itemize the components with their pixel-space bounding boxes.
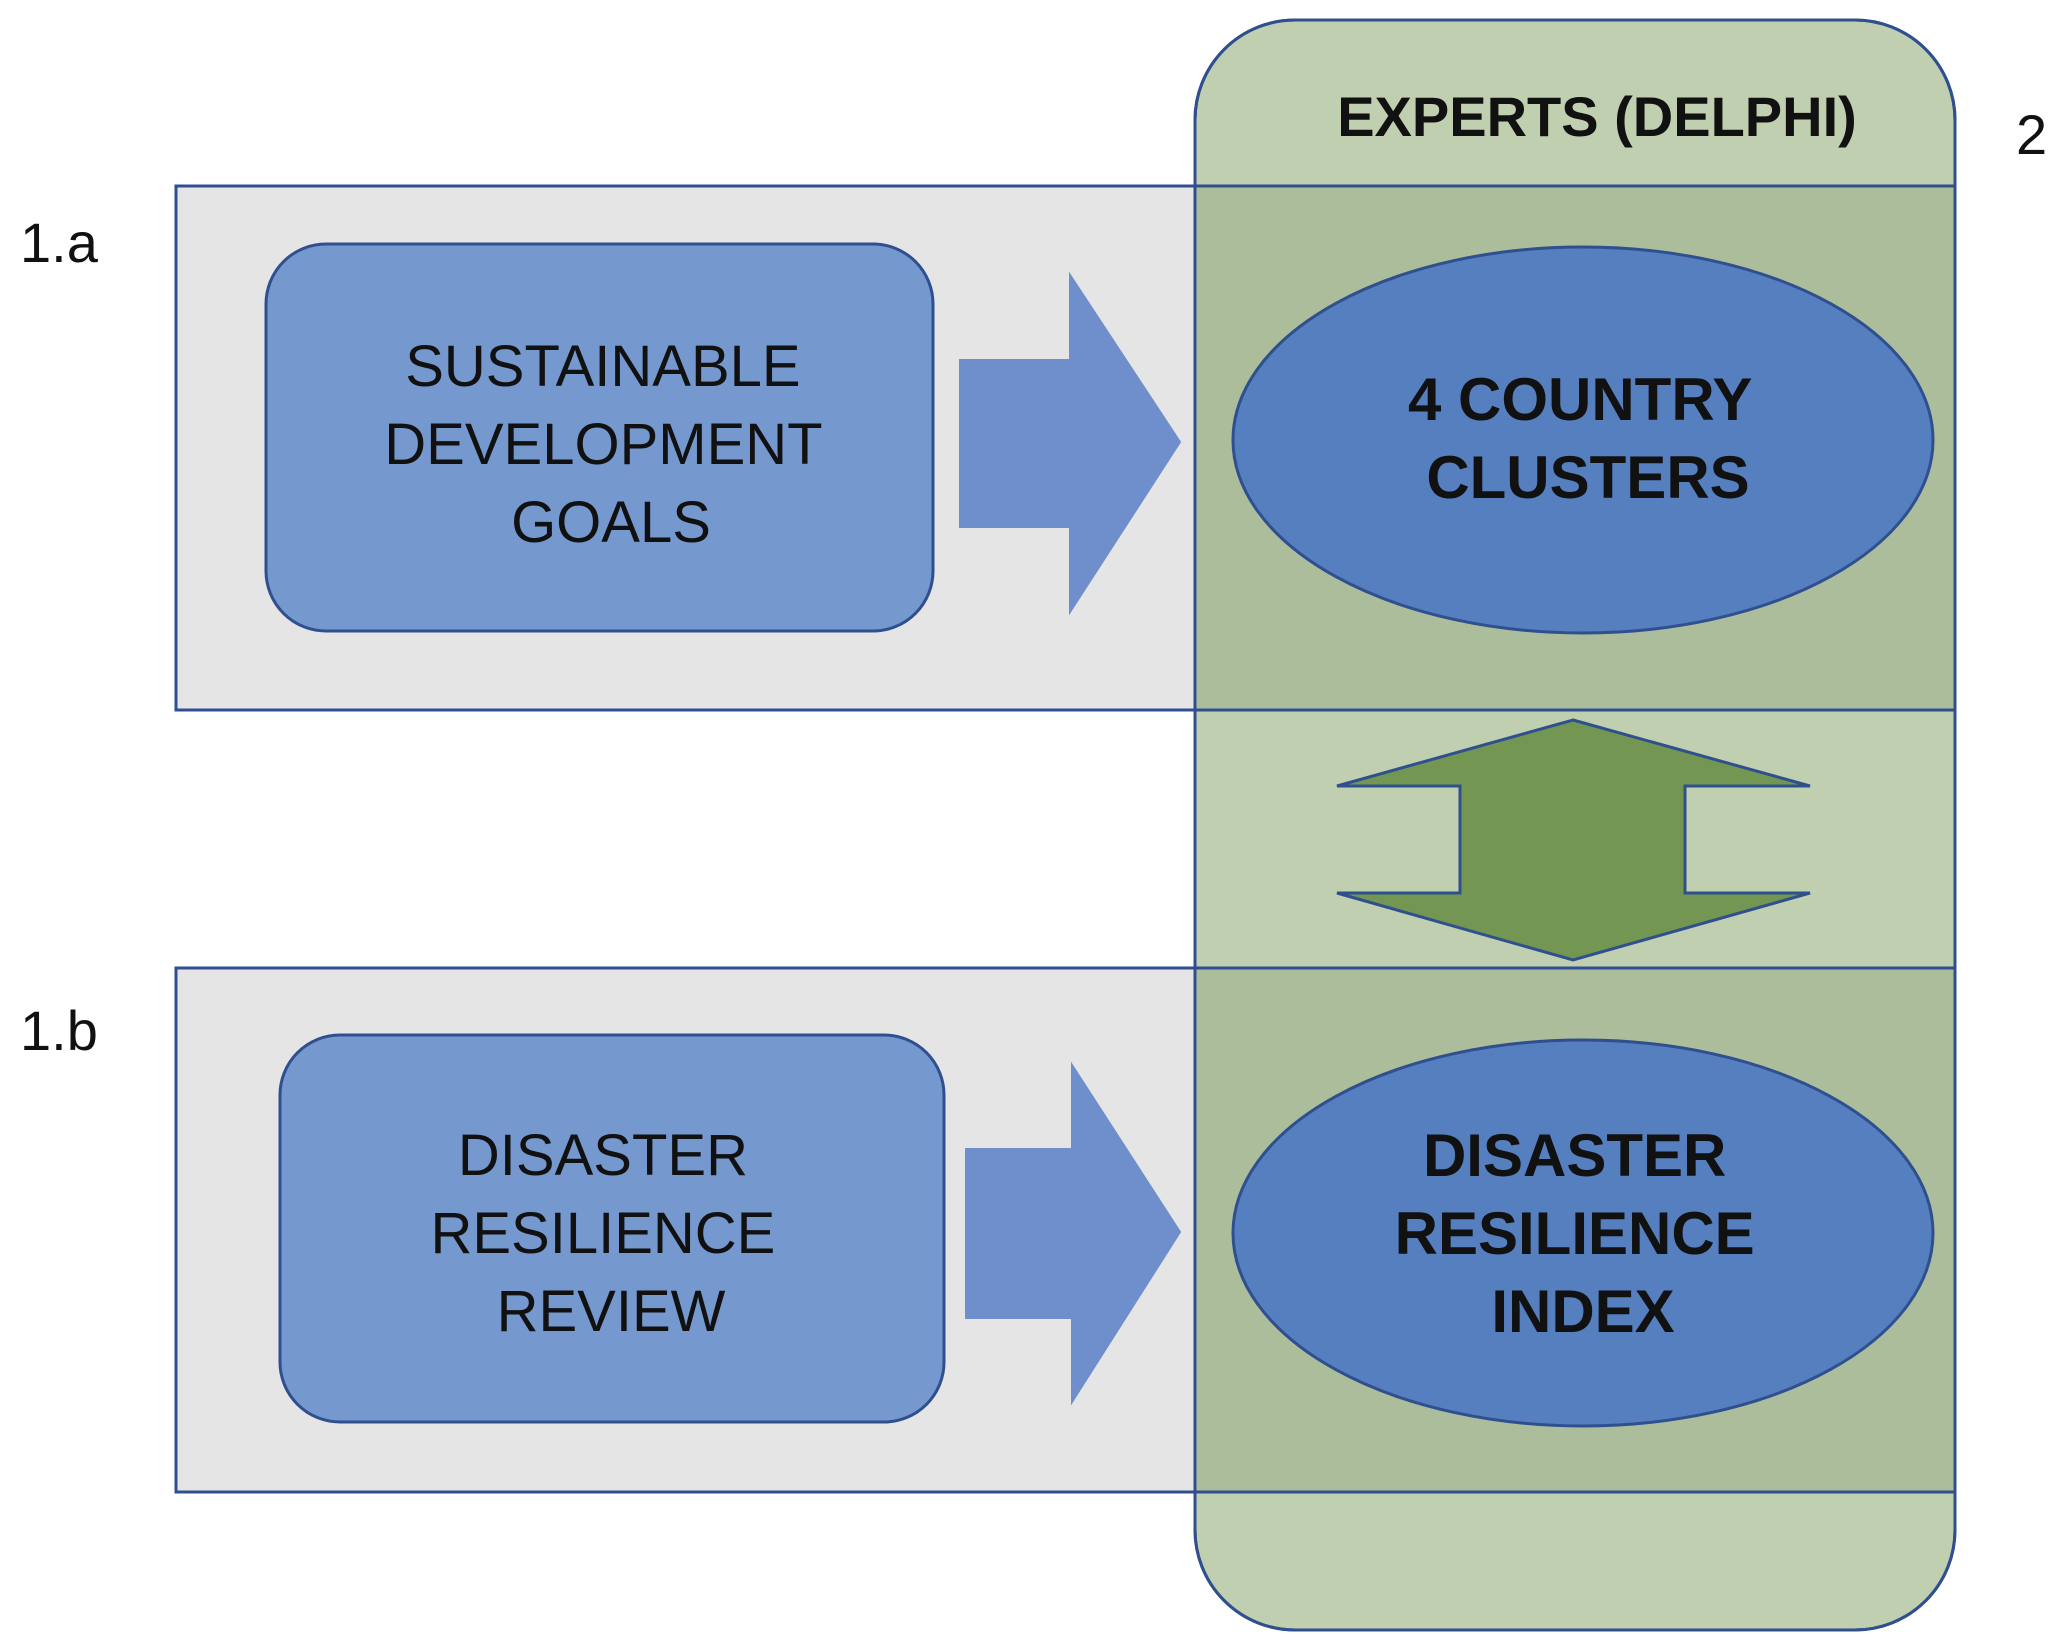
step-label-1a: 1.a: [20, 211, 99, 274]
right-arrow-1b: [965, 1061, 1182, 1406]
sdg-box-line-2: DEVELOPMENT: [384, 412, 822, 477]
country-clusters-line-1: 4 COUNTRY: [1408, 366, 1752, 433]
drr-box: [278, 1033, 946, 1424]
sdg-box-line-1: SUSTAINABLE: [405, 334, 800, 399]
step-label-1b: 1.b: [20, 999, 98, 1062]
resilience-index-label: DISASTER RESILIENCE INDEX: [1395, 1122, 1772, 1345]
resilience-index-line-3: INDEX: [1491, 1278, 1674, 1345]
resilience-index-ellipse: [1231, 1038, 1935, 1428]
double-headed-arrow: [1336, 718, 1811, 962]
experts-column-title: EXPERTS (DELPHI): [1337, 85, 1857, 148]
resilience-index-line-2: RESILIENCE: [1395, 1200, 1755, 1267]
sdg-box: [264, 242, 935, 633]
country-clusters-label: 4 COUNTRY CLUSTERS: [1408, 366, 1768, 511]
sdg-box-line-3: GOALS: [511, 490, 711, 555]
step-label-2: 2: [2016, 103, 2047, 166]
drr-box-line-3: REVIEW: [497, 1279, 726, 1344]
country-clusters-ellipse: [1231, 245, 1935, 635]
drr-box-line-1: DISASTER: [458, 1123, 748, 1188]
experts-column-outline: [1193, 18, 1957, 1632]
drr-box-label: DISASTER RESILIENCE REVIEW: [430, 1123, 791, 1344]
right-arrow-1a: [959, 271, 1182, 616]
country-clusters-line-2: CLUSTERS: [1426, 444, 1749, 511]
sdg-box-label: SUSTAINABLE DEVELOPMENT GOALS: [384, 334, 837, 555]
drr-box-line-2: RESILIENCE: [430, 1201, 775, 1266]
resilience-index-line-1: DISASTER: [1423, 1122, 1726, 1189]
